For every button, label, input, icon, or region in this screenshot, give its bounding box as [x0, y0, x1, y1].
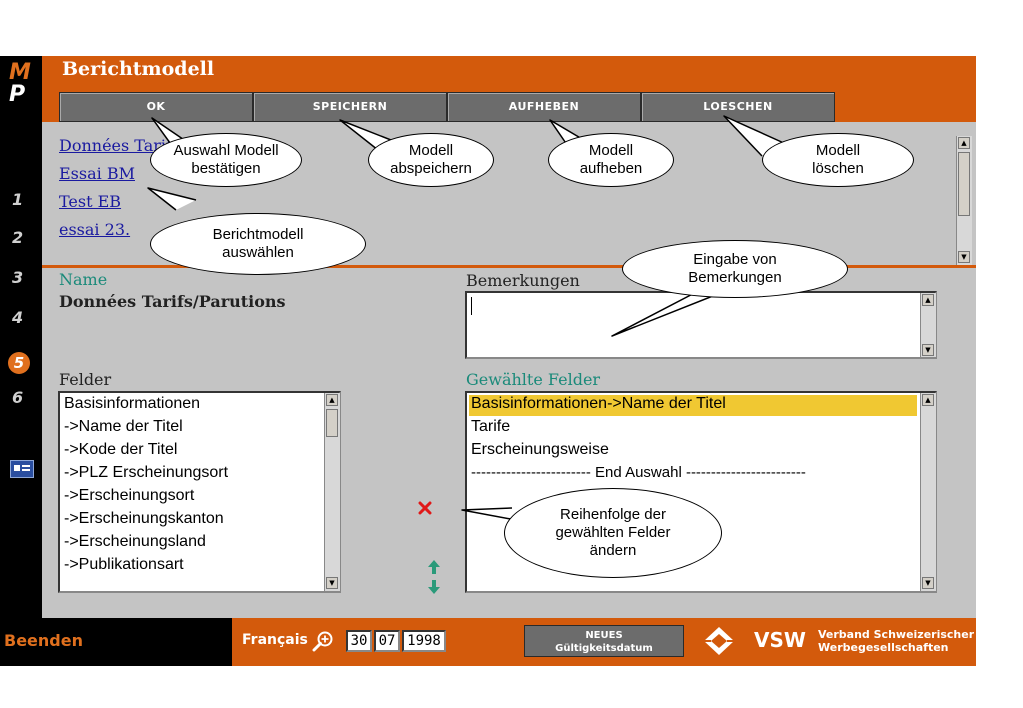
move-up-icon[interactable] [427, 559, 441, 575]
brand-full-name: Verband Schweizerischer Werbegesellschaf… [818, 628, 974, 654]
new-validity-date-button[interactable]: NEUES Gültigkeitsdatum [524, 625, 684, 657]
callout-confirm-model: Auswahl Modell bestätigen [150, 133, 302, 187]
logo-m: M [9, 60, 31, 85]
year-field[interactable]: 1998 [402, 630, 446, 652]
list-item[interactable]: Tarife [471, 418, 511, 435]
list-item[interactable]: ->Erscheinungskanton [64, 510, 224, 527]
language-link[interactable]: Français [242, 632, 308, 648]
scroll-down-icon[interactable]: ▼ [922, 577, 934, 589]
footer-panel: Français 30 07 1998 NEUES Gültigkeitsdat… [232, 618, 976, 666]
list-item[interactable]: ->Kode der Titel [64, 441, 178, 458]
callout-select-model: Berichtmodell auswählen [150, 213, 366, 275]
selected-fields-label: Gewählte Felder [466, 370, 601, 389]
available-fields-list[interactable]: Basisinformationen ->Name der Titel ->Ko… [58, 391, 341, 593]
step-3[interactable]: 3 [12, 268, 24, 287]
new-date-line1: NEUES [585, 630, 623, 641]
step-2[interactable]: 2 [12, 228, 24, 247]
header-bar: Berichtmodell OK SPEICHERN AUFHEBEN LOES… [42, 56, 976, 122]
page-title: Berichtmodell [62, 58, 215, 80]
month-field[interactable]: 07 [374, 630, 400, 652]
selected-row-highlight [469, 395, 917, 416]
scroll-down-icon[interactable]: ▼ [326, 577, 338, 589]
name-label: Name [59, 270, 108, 289]
callout-enter-remarks: Eingabe von Bemerkungen [622, 240, 848, 298]
remarks-scrollbar[interactable]: ▲ ▼ [920, 293, 936, 357]
selected-fields-scrollbar[interactable]: ▲ ▼ [920, 393, 936, 591]
callout-cancel-model: Modell aufheben [548, 133, 674, 187]
model-link-essai-bm[interactable]: Essai BM [59, 164, 135, 183]
cancel-button[interactable]: AUFHEBEN [447, 92, 641, 122]
remove-field-icon[interactable] [418, 501, 432, 515]
brand-line2: Werbegesellschaften [818, 641, 949, 654]
list-item[interactable]: ->Erscheinungsort [64, 487, 195, 504]
step-1[interactable]: 1 [12, 190, 24, 209]
scroll-down-icon[interactable]: ▼ [922, 344, 934, 356]
remarks-textarea[interactable]: ▲ ▼ [465, 291, 937, 359]
fields-label: Felder [59, 370, 112, 389]
scroll-up-icon[interactable]: ▲ [958, 137, 970, 149]
exit-button[interactable]: Beenden [4, 631, 83, 650]
move-down-icon[interactable] [427, 579, 441, 595]
new-date-line2: Gültigkeitsdatum [555, 643, 653, 654]
footer-bar: Beenden Français 30 07 1998 NEUES Gültig… [0, 618, 976, 666]
scroll-thumb[interactable] [958, 152, 970, 216]
text-caret [471, 297, 472, 315]
scroll-down-icon[interactable]: ▼ [958, 251, 970, 263]
scroll-up-icon[interactable]: ▲ [326, 394, 338, 406]
list-item[interactable]: ->Name der Titel [64, 418, 183, 435]
remarks-label: Bemerkungen [466, 271, 580, 290]
zoom-icon[interactable] [312, 630, 334, 652]
main-panel: Name Données Tarifs/Parutions Bemerkunge… [42, 268, 976, 618]
step-4[interactable]: 4 [12, 308, 24, 327]
callout-delete-model: Modell löschen [762, 133, 914, 187]
model-link-essai-23[interactable]: essai 23. [59, 220, 131, 239]
list-item[interactable]: ->Erscheinungsland [64, 533, 206, 550]
step-6[interactable]: 6 [12, 388, 24, 407]
callout-reorder-fields: Reihenfolge der gewählten Felder ändern [504, 488, 722, 578]
brand-line1: Verband Schweizerischer [818, 628, 974, 641]
step-sidebar: M P 1 2 3 4 5 6 [0, 56, 42, 618]
scroll-up-icon[interactable]: ▲ [922, 394, 934, 406]
list-item-selected[interactable]: Basisinformationen->Name der Titel [471, 395, 726, 412]
section-divider [42, 265, 976, 268]
list-item-end-marker[interactable]: ------------------------ End Auswahl ---… [471, 464, 806, 481]
name-value: Données Tarifs/Parutions [59, 292, 286, 311]
scroll-up-icon[interactable]: ▲ [922, 294, 934, 306]
list-item[interactable]: ->PLZ Erscheinungsort [64, 464, 229, 481]
scroll-thumb[interactable] [326, 409, 338, 437]
delete-button[interactable]: LOESCHEN [641, 92, 835, 122]
list-item[interactable]: Erscheinungsweise [471, 441, 609, 458]
save-button[interactable]: SPEICHERN [253, 92, 447, 122]
fields-scrollbar[interactable]: ▲ ▼ [324, 393, 340, 591]
brand-name: VSW [754, 628, 806, 652]
list-item[interactable]: ->Publikationsart [64, 556, 184, 573]
ok-button[interactable]: OK [59, 92, 253, 122]
model-link-test-eb[interactable]: Test EB [59, 192, 122, 211]
model-list-scrollbar[interactable]: ▲ ▼ [956, 136, 972, 265]
list-item[interactable]: Basisinformationen [64, 395, 201, 412]
vsw-logo-icon [704, 627, 734, 655]
preview-icon[interactable] [10, 460, 34, 478]
logo-p: P [9, 82, 26, 107]
day-field[interactable]: 30 [346, 630, 372, 652]
step-5-active[interactable]: 5 [8, 352, 30, 374]
callout-save-model: Modell abspeichern [368, 133, 494, 187]
